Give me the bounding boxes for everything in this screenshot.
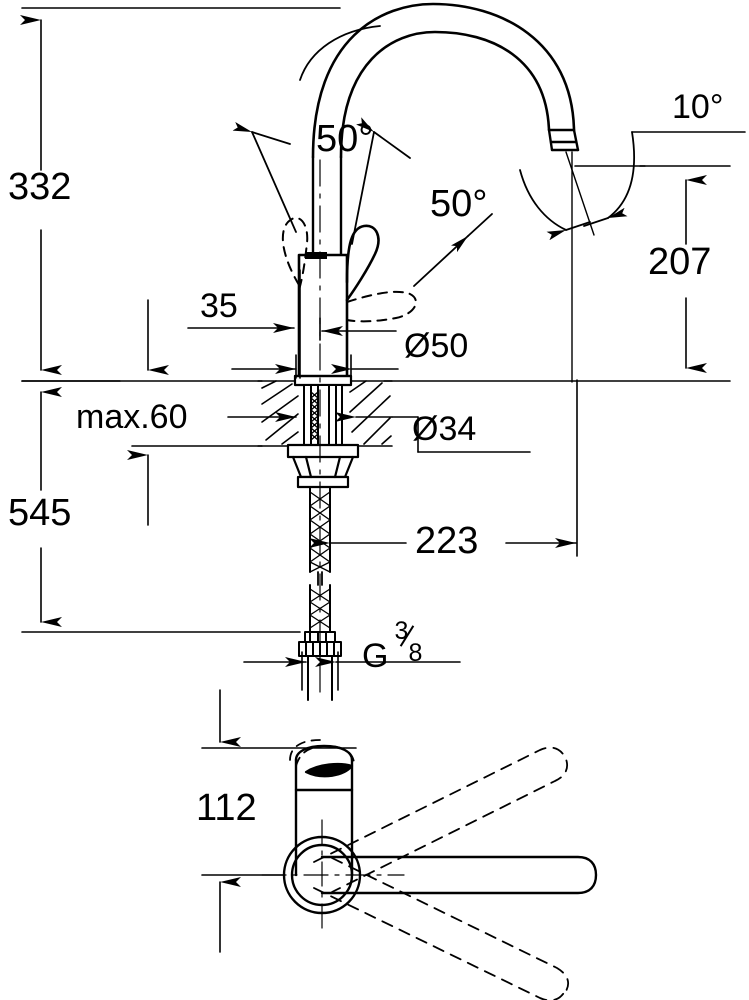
dimension-label-35: 35	[200, 287, 238, 325]
dimension-label-dia-50: Ø50	[404, 327, 469, 365]
supply-hose-gap	[317, 571, 323, 586]
angle-50-right	[413, 213, 493, 287]
aerator-axis-lines	[565, 151, 595, 383]
dim-545	[21, 387, 301, 633]
angle-10-arc	[519, 131, 636, 241]
dim-207	[639, 165, 731, 373]
plan-view-lever-cap	[304, 762, 354, 778]
dimension-label-max60: max.60	[76, 398, 188, 436]
plan-view-lever-arm-dashed-lower	[313, 857, 570, 1000]
dim-35	[187, 269, 301, 379]
plan-view-body-dashed-top	[289, 739, 355, 767]
dim-max60-leader	[227, 412, 531, 453]
handle-lever-solid	[345, 224, 380, 302]
plan-view-centre-lines	[261, 819, 405, 936]
dim-g38	[243, 651, 461, 691]
shank-thread-texture	[310, 391, 319, 441]
counter-section-left	[257, 380, 301, 447]
dim-max60-verticals	[127, 299, 263, 526]
lock-nut-washer	[286, 443, 360, 489]
supply-hose-lower	[309, 584, 331, 633]
spout-outline	[311, 2, 576, 159]
dimension-label-207: 207	[648, 241, 712, 283]
dim-10-extension	[574, 131, 746, 167]
plan-view-lever-arm-dashed-upper	[313, 746, 568, 893]
faucet-body-tube	[311, 155, 343, 257]
supply-hose-upper	[309, 486, 331, 573]
faucet-body-housing	[297, 252, 349, 382]
angle-50-left	[232, 25, 411, 245]
mounting-shank	[303, 384, 343, 446]
dim-332	[20, 7, 341, 382]
thread-letter: G	[362, 637, 389, 675]
dimension-label-545: 545	[8, 492, 72, 534]
dimension-label-50-deg-right: 50°	[430, 183, 488, 225]
dimension-label-112: 112	[196, 787, 257, 829]
thread-numerator: 3	[394, 617, 409, 645]
dimension-label-223: 223	[415, 520, 479, 562]
handle-lever-left-dashed	[281, 216, 309, 291]
base-flange	[293, 374, 353, 387]
dimension-label-dia-34: Ø34	[412, 410, 477, 448]
aerator-collar	[547, 128, 580, 152]
handle-lever-right-dashed	[346, 290, 417, 323]
counter-section-right	[345, 380, 393, 447]
dimension-label-10-deg: 10°	[672, 88, 724, 126]
plan-view-lever-arm-solid	[320, 855, 598, 895]
dim-d50	[231, 317, 399, 379]
dimension-label-50-deg-left: 50°	[316, 118, 374, 160]
dim-223	[309, 379, 578, 557]
dimension-label-332: 332	[8, 166, 72, 208]
dim-112-top	[201, 689, 357, 749]
thread-denominator: 8	[408, 639, 423, 667]
